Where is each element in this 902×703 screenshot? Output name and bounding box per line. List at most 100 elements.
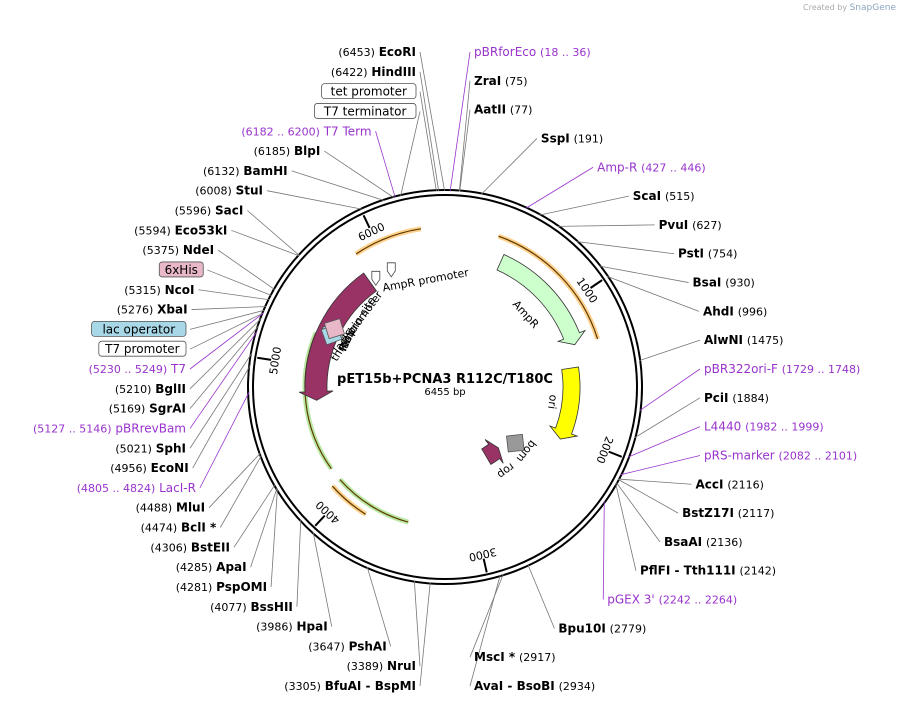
enzyme-name: MscI *: [474, 650, 516, 664]
feature-box-label: lac operator: [102, 322, 175, 336]
leader-line: [576, 241, 675, 255]
site-coordinate: (4306): [150, 541, 187, 554]
leader-line: [449, 51, 471, 192]
label-leader-lines: [189, 51, 701, 687]
leader-line: [419, 582, 431, 687]
leader-line: [634, 397, 701, 439]
enzyme-name: AatII: [474, 103, 506, 117]
site-label-text: (4077) BssHII: [210, 600, 293, 614]
site-coordinate: (5210): [115, 383, 152, 396]
site-label-text: AhdI (996): [703, 304, 767, 318]
site-coordinate: (1982 .. 1999): [745, 421, 824, 434]
site-label-text: AatII (77): [474, 103, 532, 117]
site-coordinate: (5315): [124, 284, 161, 297]
enzyme-name: AhdI: [703, 304, 734, 318]
site-label-text: (5315) NcoI: [124, 283, 194, 297]
site-label-text: pGEX 3' (2242 .. 2264): [607, 593, 737, 607]
site-coordinate: (3647): [308, 640, 345, 653]
site-coordinate: (4285): [176, 561, 213, 574]
leader-line: [189, 312, 264, 350]
enzyme-name: HindIII: [371, 65, 416, 79]
enzyme-name: BglII: [155, 382, 186, 396]
site-label-stui: (6008) StuI: [195, 184, 263, 198]
site-coordinate: (6453): [338, 46, 375, 59]
site-label-text: (5230 .. 5249) T7: [89, 362, 186, 376]
site-coordinate: (2117): [738, 507, 775, 520]
site-label-text: (4281) PspOMI: [176, 580, 267, 594]
leader-line: [312, 531, 333, 627]
enzyme-name: BamHI: [243, 164, 287, 178]
site-label-bfuai: (3305) BfuAI - BspMI: [284, 679, 416, 693]
leader-line: [639, 339, 701, 361]
site-label-laci-r: (4805 .. 4824) LacI-R: [77, 481, 196, 495]
leader-line: [557, 224, 655, 227]
site-coordinate: (427 .. 446): [641, 161, 706, 174]
site-coordinate: (2142): [739, 565, 776, 578]
site-coordinate: (1475): [747, 334, 784, 347]
scale-tick-label: 5000: [267, 346, 284, 376]
site-coordinate: (4077): [210, 601, 247, 614]
leader-line: [233, 484, 276, 548]
feature-bom: [506, 433, 525, 453]
feature-box-label: T7 promoter: [104, 342, 180, 356]
feature-ori: [548, 366, 581, 440]
site-coordinate: (5021): [115, 442, 152, 455]
enzyme-name: BsaI: [693, 276, 722, 290]
enzyme-name: PshAI: [349, 639, 387, 653]
enzyme-name: HpaI: [297, 620, 328, 634]
enzyme-name: SgrAI: [149, 402, 186, 416]
site-label-text: (5021) SphI: [115, 441, 186, 455]
primer-name: L4440: [704, 420, 741, 434]
site-coordinate: (930): [725, 277, 755, 290]
site-label-zrai: ZraI (75): [474, 74, 528, 88]
site-coordinate: (77): [510, 104, 533, 117]
leader-line: [250, 487, 278, 568]
leader-line: [413, 580, 421, 667]
site-label-pcii: PciI (1884): [704, 391, 769, 405]
leader-line: [419, 91, 437, 192]
site-label-bglii: (5210) BglII: [115, 382, 186, 396]
primer-name: LacI-R: [159, 481, 196, 495]
site-label-text: PvuI (627): [659, 218, 722, 232]
enzyme-name: BlpI: [294, 144, 320, 158]
leader-line: [189, 309, 265, 330]
site-coordinate: (4474): [141, 522, 178, 535]
feature-box-label: T7 terminator: [323, 104, 407, 118]
site-label-ncoi: (5315) NcoI: [124, 283, 194, 297]
site-label-bsai: BsaI (930): [693, 276, 755, 290]
leader-line: [366, 566, 392, 647]
site-coordinate: (5169): [109, 403, 146, 416]
site-label-text: (5276) XbaI: [117, 303, 188, 317]
site-label-text: (5169) SgrAI: [109, 402, 186, 416]
site-label-6xhis: 6xHis: [158, 261, 204, 278]
site-label-pshai: (3647) PshAI: [308, 639, 386, 653]
site-label-bpu10i: Bpu10I (2779): [558, 621, 646, 635]
enzyme-name: EcoNI: [151, 461, 189, 475]
enzyme-name: NcoI: [165, 283, 195, 297]
site-label-amp-r: Amp-R (427 .. 446): [597, 160, 706, 174]
feature-arrows: [298, 253, 587, 465]
enzyme-name: BclI *: [181, 521, 217, 535]
site-label-text: PflFI - Tth111I (2142): [640, 564, 776, 578]
feature-box: [91, 320, 187, 337]
enzyme-name: AvaI - BsoBI: [474, 679, 555, 693]
site-label-bsshii: (4077) BssHII: [210, 600, 293, 614]
enzyme-name: BsaAI: [664, 535, 702, 549]
leader-line: [199, 392, 250, 489]
snapgene-logo: SnapGene: [849, 3, 896, 13]
site-label-t7-term: (6182 .. 6200) T7 Term: [241, 124, 371, 138]
primer-name: pBR322ori-F: [704, 362, 778, 376]
leader-line: [599, 265, 689, 283]
leader-line: [615, 483, 637, 571]
site-coordinate: (3986): [256, 621, 293, 634]
site-label-lac-operator: lac operator: [91, 320, 187, 337]
feature-box: [158, 261, 204, 278]
leader-line: [527, 564, 555, 629]
leader-line: [217, 249, 276, 291]
site-label-pvui: PvuI (627): [659, 218, 722, 232]
leader-line: [627, 426, 701, 458]
site-label-pspomi: (4281) PspOMI: [176, 580, 267, 594]
site-label-saci: (5596) SacI: [175, 204, 244, 218]
leader-line: [375, 131, 396, 198]
